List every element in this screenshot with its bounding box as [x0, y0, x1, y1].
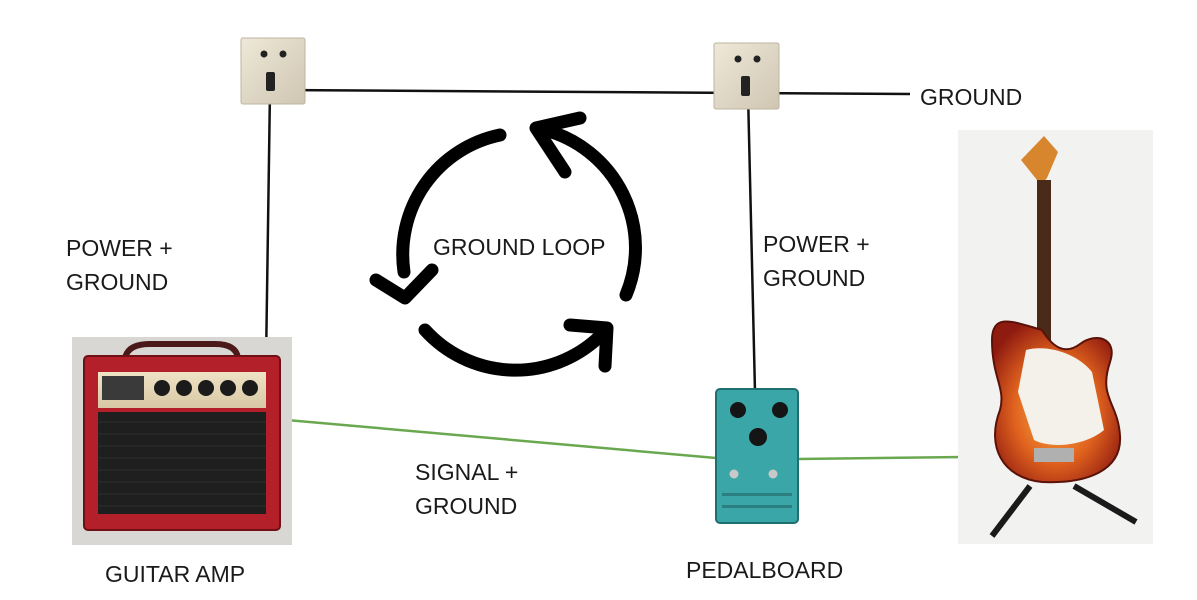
wall-outlet-icon — [713, 42, 780, 110]
guitar-amp-image — [72, 337, 292, 545]
amp-power-label-line1: POWER + — [66, 235, 173, 261]
ground-label: GROUND — [920, 84, 1023, 110]
ground-wires — [264, 88, 911, 393]
pedalboard-label: PEDALBOARD — [686, 557, 844, 583]
ground-loop-label: GROUND LOOP — [433, 234, 606, 260]
signal-label-line2: GROUND — [415, 493, 518, 519]
effects-pedal-image — [715, 388, 799, 524]
pedal-power-label-line1: POWER + — [763, 231, 870, 257]
signal-label-line1: SIGNAL + — [415, 459, 519, 485]
pedal-power-cord — [746, 92, 757, 393]
electric-guitar-image — [958, 130, 1153, 544]
amp-power-label-line2: GROUND — [66, 269, 169, 295]
wall-outlet-icon — [240, 37, 306, 105]
amp-power-cord — [264, 89, 272, 363]
guitar-amp-label: GUITAR AMP — [105, 561, 246, 587]
pedal-power-label-line2: GROUND — [763, 265, 866, 291]
ground-line — [277, 88, 911, 96]
circular-arrows-icon — [369, 111, 642, 377]
